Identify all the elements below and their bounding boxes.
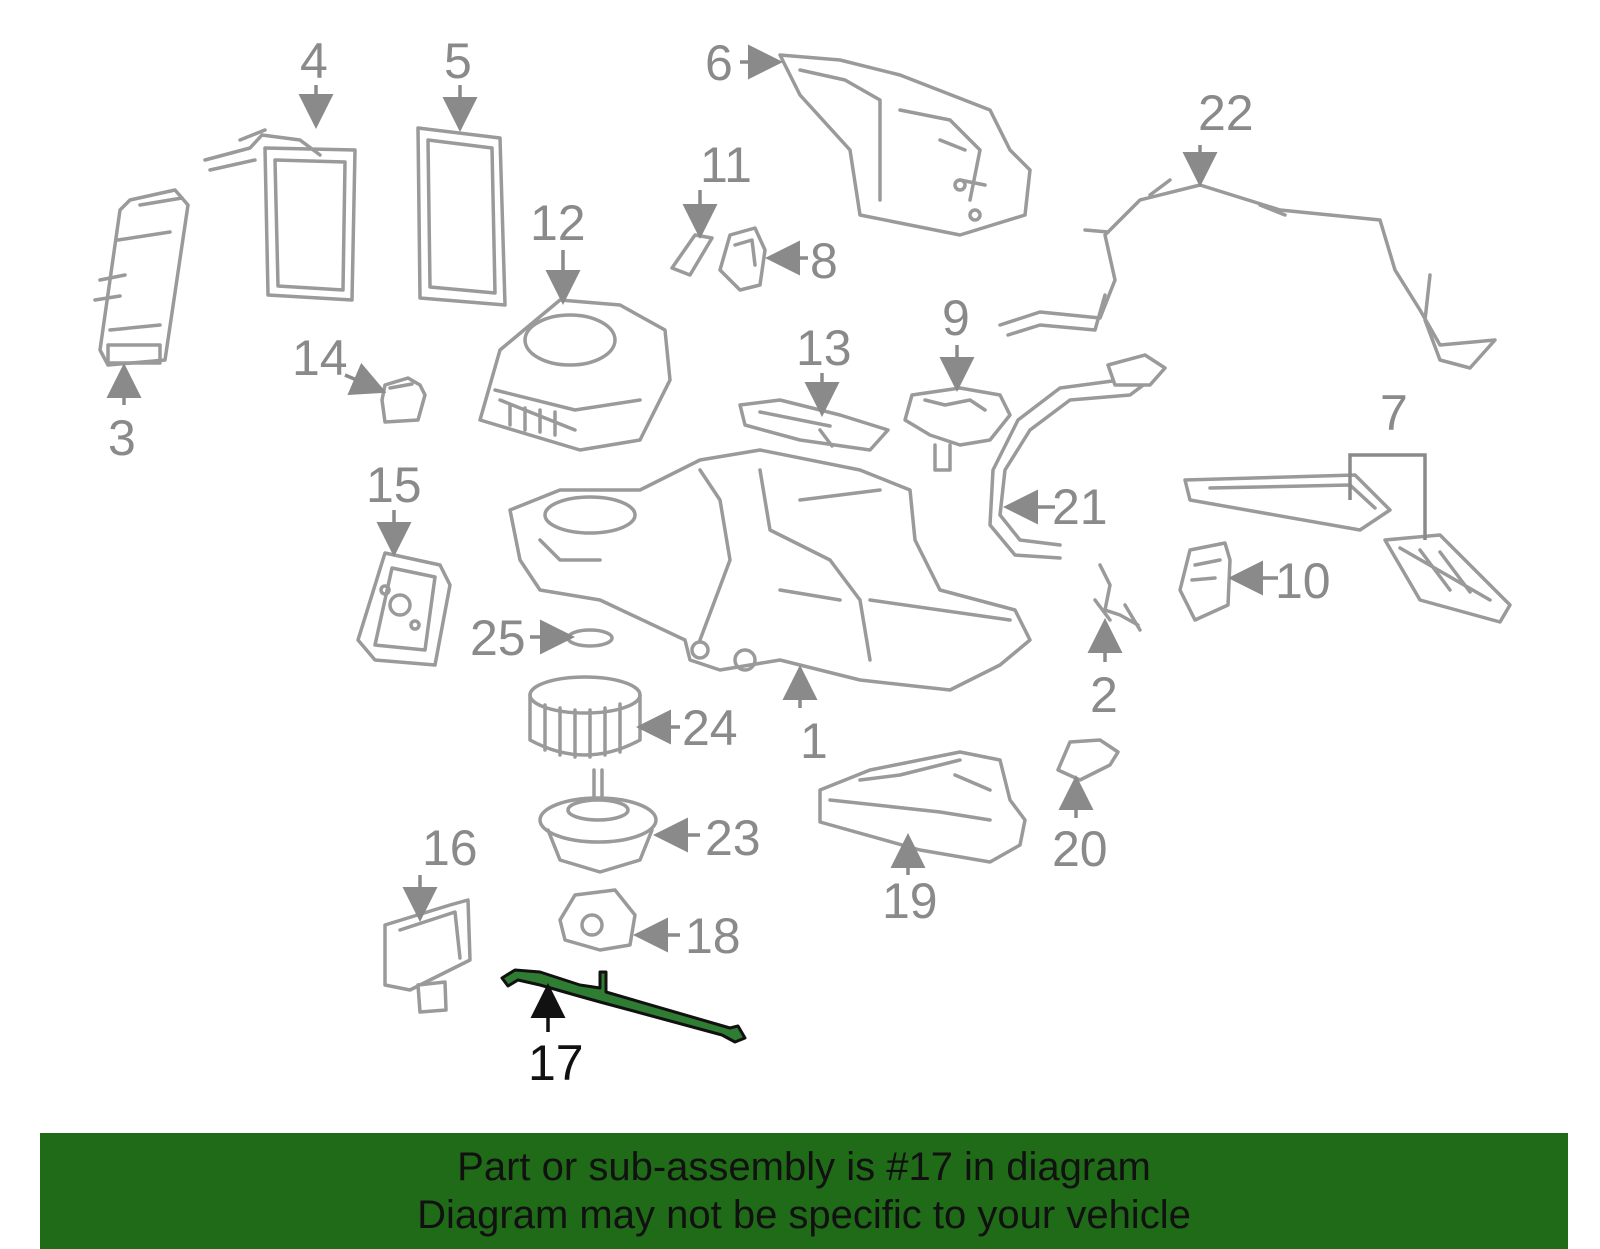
callout-22: 22 <box>1198 85 1254 141</box>
banner-line-1: Part or sub-assembly is #17 in diagram <box>457 1145 1151 1189</box>
part-20-sensor <box>1056 738 1120 782</box>
part-18-resistor <box>558 888 637 952</box>
callout-4: 4 <box>300 33 328 89</box>
part-5-filter <box>416 126 507 307</box>
part-4-heater-core <box>203 128 357 302</box>
part-15-filter-cover <box>356 551 452 667</box>
part-6-duct <box>778 53 1032 237</box>
part-2-clip <box>1093 563 1142 632</box>
part-13-seal <box>738 398 890 452</box>
part-25-seal-ring <box>566 628 614 648</box>
part-11-bracket <box>670 233 714 277</box>
callout-21: 21 <box>1052 479 1108 535</box>
callout-3: 3 <box>108 410 136 466</box>
part-21-hose <box>988 353 1167 560</box>
part-12-blower-housing <box>478 298 672 452</box>
part-7-vents <box>1183 473 1512 624</box>
part-19-duct <box>818 750 1027 864</box>
banner-line-2: Diagram may not be specific to your vehi… <box>417 1193 1191 1237</box>
callout-6: 6 <box>705 35 733 91</box>
info-banner: Part or sub-assembly is #17 in diagram D… <box>40 1133 1568 1249</box>
part-16-cover <box>383 898 472 1014</box>
callout-7: 7 <box>1380 385 1408 441</box>
callout-13: 13 <box>796 320 852 376</box>
callout-2: 2 <box>1090 667 1118 723</box>
callout-8: 8 <box>810 233 838 289</box>
part-8-actuator <box>718 226 767 292</box>
callout-5: 5 <box>444 33 472 89</box>
callout-9: 9 <box>942 290 970 346</box>
callout-labels: 1 2 3 4 5 6 7 8 9 10 11 12 13 14 15 16 1… <box>108 33 1408 1091</box>
callout-15: 15 <box>366 457 422 513</box>
callout-17: 17 <box>528 1035 584 1091</box>
leader-lines <box>106 44 1427 1032</box>
callout-14: 14 <box>292 330 348 386</box>
part-14-clip <box>380 376 427 424</box>
callout-25: 25 <box>470 610 526 666</box>
callout-20: 20 <box>1052 821 1108 877</box>
part-9-actuator <box>903 386 1012 472</box>
part-17-highlighted <box>500 968 747 1044</box>
callout-23: 23 <box>705 810 761 866</box>
callout-18: 18 <box>685 908 741 964</box>
part-1-hvac-case <box>508 448 1032 692</box>
callout-19: 19 <box>882 873 938 929</box>
callout-11: 11 <box>700 137 752 193</box>
part-24-blower-wheel <box>528 675 642 759</box>
callout-24: 24 <box>682 700 738 756</box>
callout-12: 12 <box>530 195 586 251</box>
callout-16: 16 <box>422 820 478 876</box>
callout-10: 10 <box>1275 553 1331 609</box>
part-22-harness <box>998 178 1497 370</box>
part-23-blower-motor <box>538 768 658 874</box>
part-3-evaporator <box>93 188 190 367</box>
callout-1: 1 <box>800 713 828 769</box>
part-10-actuator <box>1178 541 1232 622</box>
